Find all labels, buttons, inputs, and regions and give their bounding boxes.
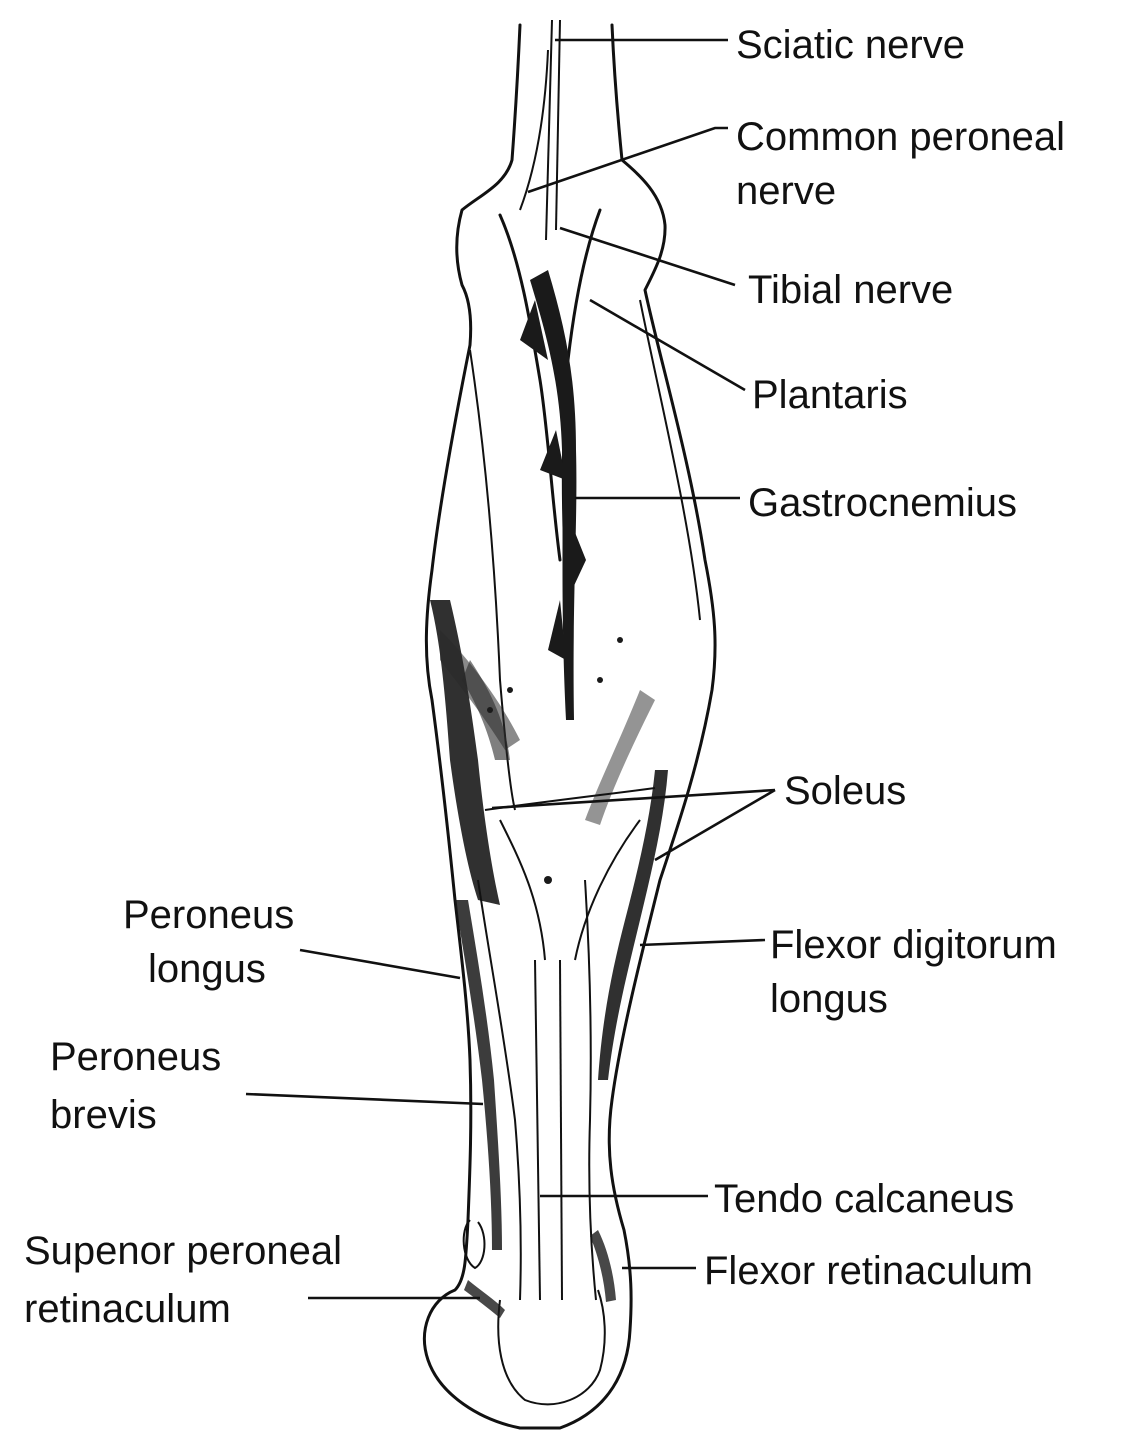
- label-tendo-calcaneus: Tendo calcaneus: [714, 1177, 1014, 1221]
- leader-flexor-digitorum-longus: [640, 940, 765, 945]
- label-flexor-retinaculum: Flexor retinaculum: [704, 1249, 1033, 1293]
- label-sciatic-nerve: Sciatic nerve: [736, 23, 965, 67]
- leader-soleus-b: [655, 790, 775, 860]
- leader-peroneus-brevis: [246, 1094, 483, 1104]
- label-peroneus-brevis-line1: Peroneus: [50, 1035, 221, 1079]
- label-flexor-digitorum-longus-line1: Flexor digitorum: [770, 923, 1057, 967]
- label-superior-peroneal-retinaculum-line2: retinaculum: [24, 1287, 231, 1331]
- label-peroneus-longus-line1: Peroneus: [123, 893, 294, 937]
- label-superior-peroneal-retinaculum-line1: Supenor peroneal: [24, 1229, 342, 1273]
- label-peroneus-longus-line2: longus: [148, 947, 266, 991]
- label-peroneus-brevis-line2: brevis: [50, 1093, 157, 1137]
- leader-peroneus-longus: [300, 950, 460, 978]
- labels: Sciatic nerve Common peroneal nerve Tibi…: [24, 23, 1065, 1331]
- label-soleus: Soleus: [784, 769, 906, 813]
- leader-soleus-a: [492, 790, 775, 808]
- label-tibial-nerve: Tibial nerve: [748, 268, 953, 312]
- label-common-peroneal-nerve-line2: nerve: [736, 169, 836, 213]
- leader-plantaris: [590, 300, 745, 390]
- label-flexor-digitorum-longus-line2: longus: [770, 977, 888, 1021]
- label-gastrocnemius: Gastrocnemius: [748, 481, 1017, 525]
- label-common-peroneal-nerve-line1: Common peroneal: [736, 115, 1065, 159]
- label-plantaris: Plantaris: [752, 373, 908, 417]
- leader-lines: [246, 40, 775, 1298]
